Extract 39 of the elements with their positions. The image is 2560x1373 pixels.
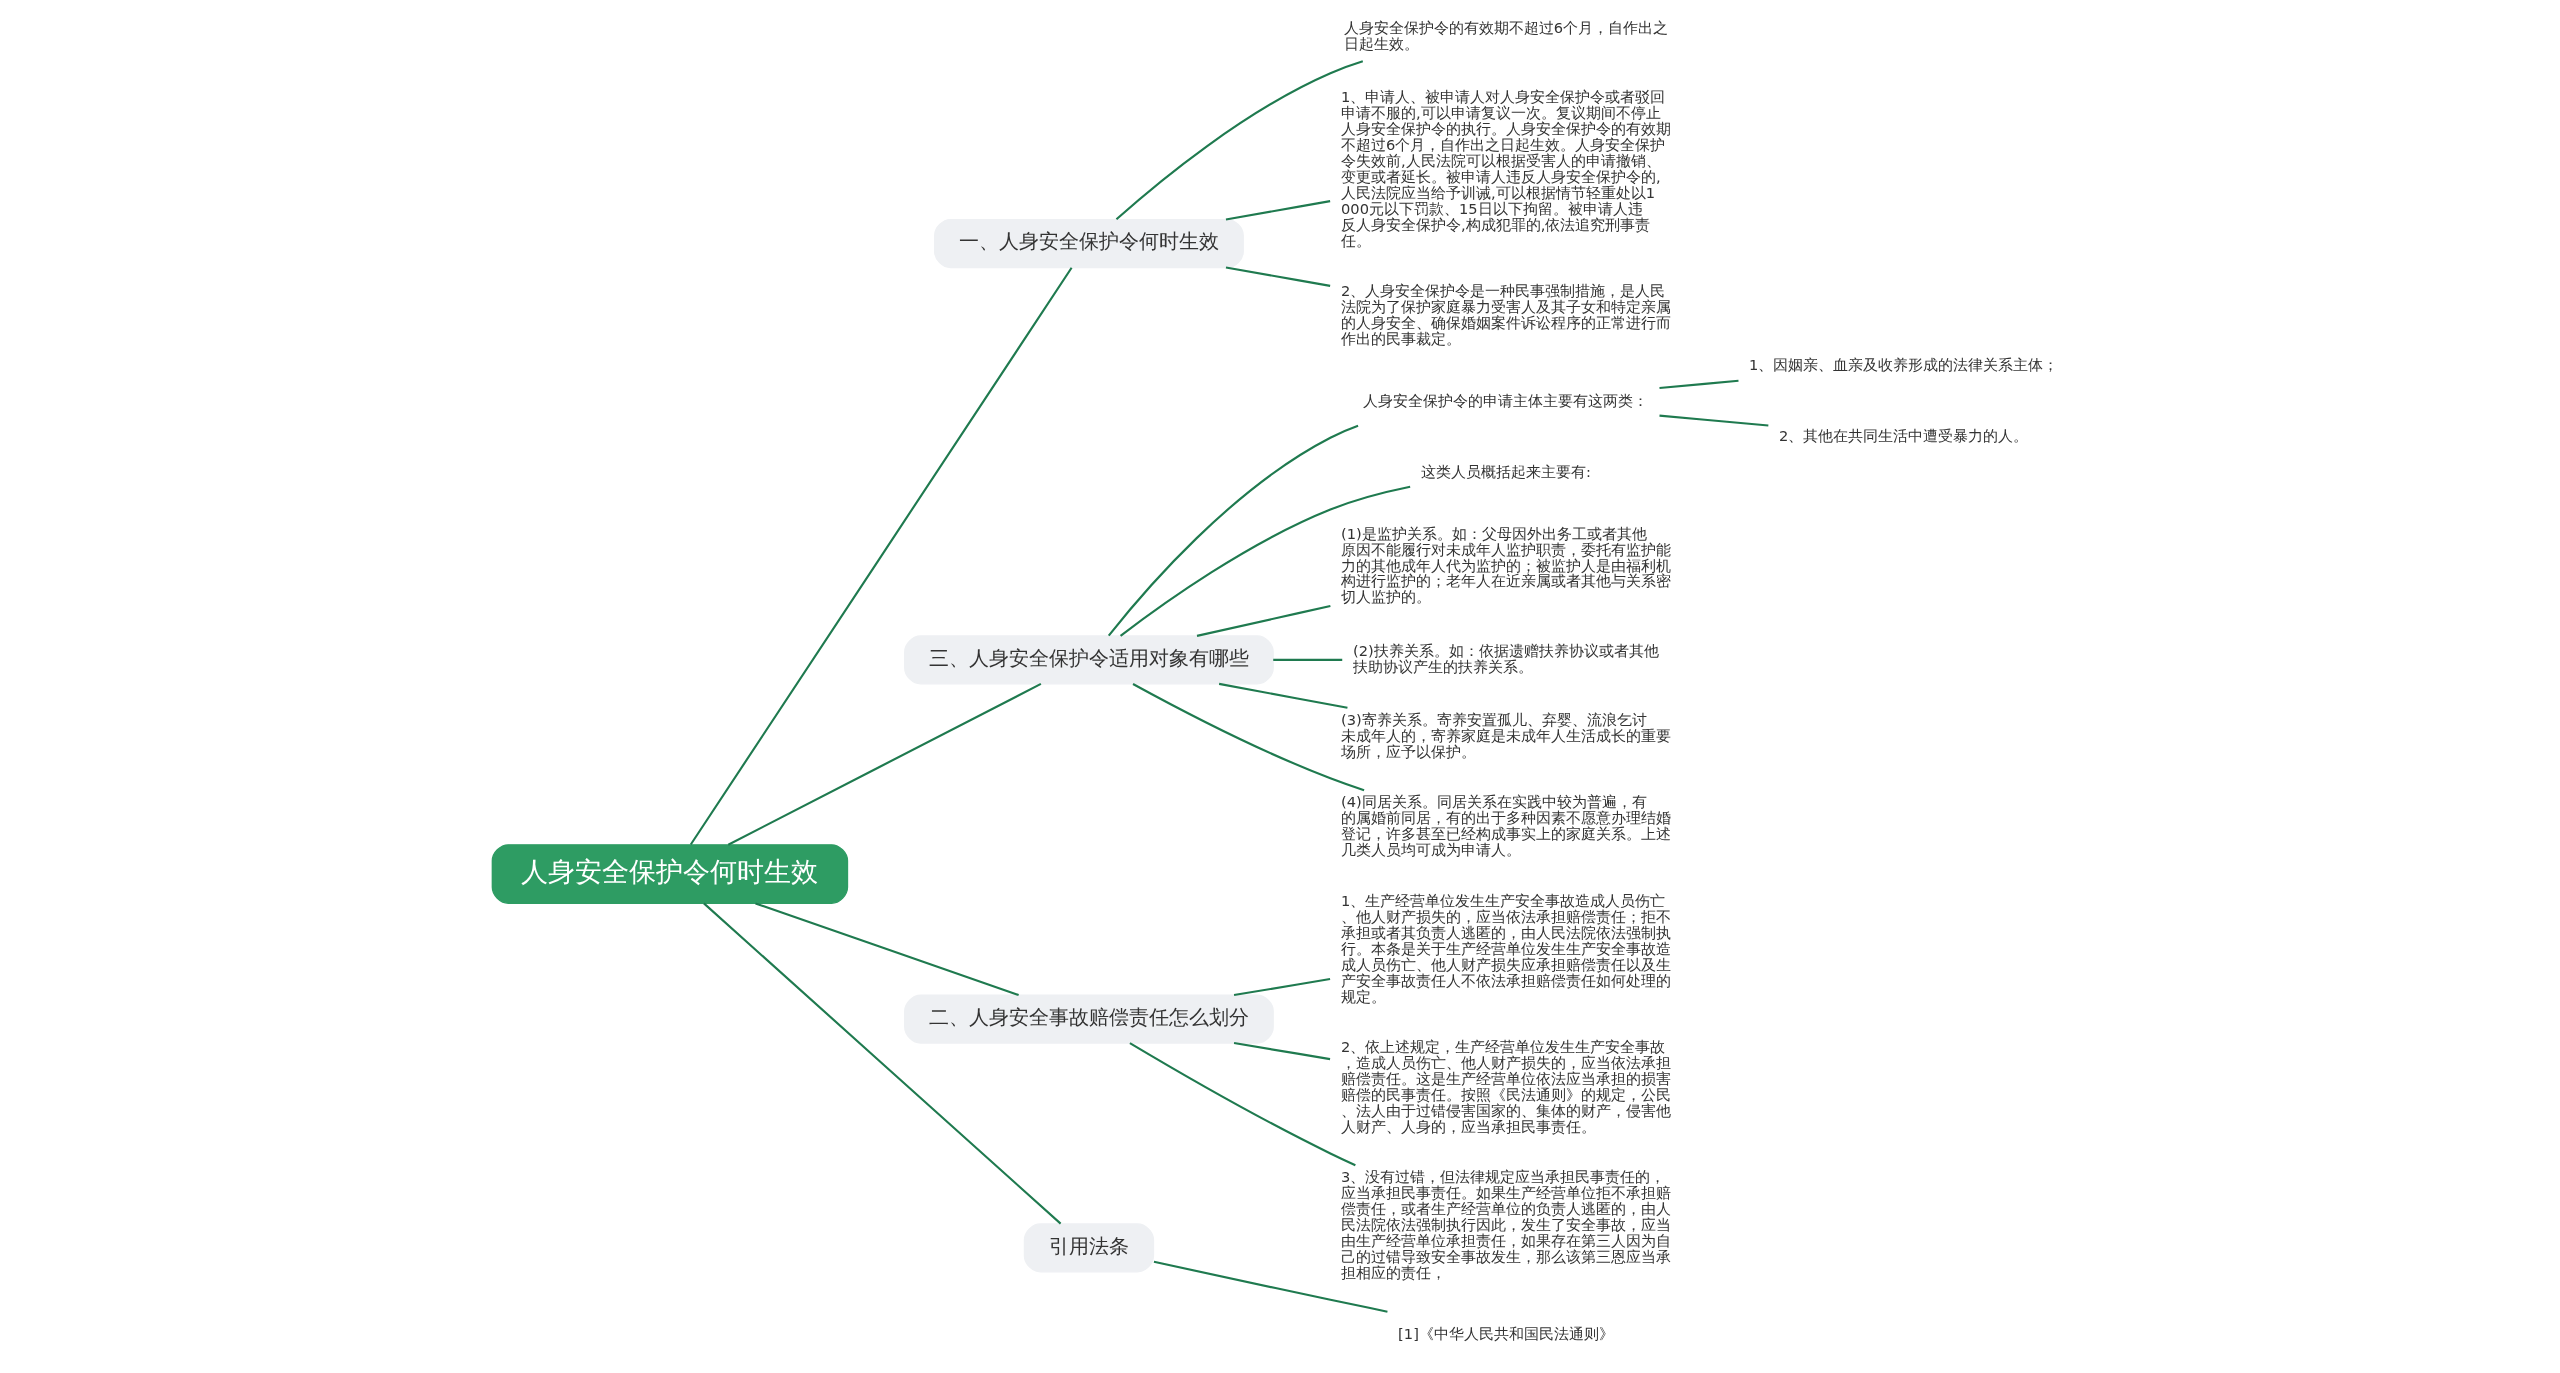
node-text: 人身安全保护令的申请主体主要有这两类： — [1362, 391, 1648, 409]
connector — [1233, 1042, 1330, 1061]
node-box: 三、人身安全保护令适用对象有哪些 — [903, 635, 1274, 685]
connector — [1225, 266, 1330, 287]
connector — [1119, 485, 1410, 637]
node-text: 1、因姻亲、血亲及收养形成的法律关系主体； — [1748, 355, 2058, 373]
connector — [1658, 379, 1739, 390]
node-box: 人身安全保护令何时生效 — [491, 844, 848, 904]
node-text: (4)同居关系。同居关系在实践中较为普遍，有的属婚前同居，有的出于多种因素不愿意办理结婚登记，许多甚至已经构成事实上的家庭关系。上述几类人员均可成为申请人。 — [1340, 793, 1671, 859]
node-text: [1]《中华人民共和国民法通则》 — [1397, 1325, 1614, 1343]
node-text: 2、其他在共同生活中遭受暴力的人。 — [1778, 427, 2028, 445]
connector — [1218, 682, 1348, 709]
connector — [1658, 414, 1768, 427]
node-text: 1、申请人、被申请人对人身安全保护令或者驳回申请不服的,可以申请复议一次。复议期间不停止人身安全保护令的执行。人身安全保护令的有效期不超过6个月，自作出之日起生效。人身安全保护令失效前,人民法院可以根据受害人的申请撤销、变更或者延长。被申请人违反人身安全保护令的,人民法院应当给予训诫,可以根据情节轻重处以1000元以下罚款、15日以下拘留。被申请人违反人身安全保护令,构成犯罪的,依法追究刑事责任。 — [1340, 88, 1671, 249]
connector — [754, 902, 1019, 997]
node-text: (2)扶养关系。如：依据遗赠扶养协议或者其他扶助协议产生的扶养关系。 — [1352, 641, 1659, 675]
connector — [727, 682, 1041, 846]
connector — [1272, 658, 1342, 661]
connector — [1107, 424, 1358, 637]
connector — [1153, 1260, 1388, 1313]
node-text: 2、依上述规定，生产经营单位发生生产安全事故，造成人员伤亡、他人财产损失的，应当依法承担赔偿责任。这是生产经营单位依法应当承担的损害赔偿的民事责任。按照《民法通则》的规定，公民、法人由于过错侵害国家的、集体的财产，侵害他人财产、人身的，应当承担民事责任。 — [1340, 1038, 1671, 1135]
connector — [1233, 978, 1330, 997]
node-text: 这类人员概括起来主要有: — [1420, 463, 1591, 481]
connector — [1115, 60, 1363, 221]
connector — [702, 902, 1061, 1225]
connector — [1196, 604, 1331, 637]
node-text: (1)是监护关系。如：父母因外出务工或者其他原因不能履行对未成年人监护职责，委托有监护能力的其他成年人代为监护的；被监护人是由福利机构进行监护的；老年人在近亲属或者其他与关系密切人监护的。 — [1340, 524, 1671, 606]
node-text: 1、生产经营单位发生生产安全事故造成人员伤亡、他人财产损失的，应当依法承担赔偿责任；拒不承担或者其负责人逃匿的，由人民法院依法强制执行。本条是关于生产经营单位发生生产安全事故造成人员伤亡、他人财产损失应承担赔偿责任以及生产安全事故责任人不依法承担赔偿责任如何处理的规定。 — [1340, 891, 1671, 1005]
node-box: 一、人身安全保护令何时生效 — [933, 218, 1244, 269]
node-text: (3)寄养关系。寄养安置孤儿、弃婴、流浪乞讨未成年人的，寄养家庭是未成年人生活成长的重要场所，应予以保护。 — [1340, 710, 1671, 760]
connector — [1225, 200, 1330, 221]
node-text: 人身安全保护令的有效期不超过6个月，自作出之日起生效。 — [1343, 19, 1668, 53]
node-text: 3、没有过错，但法律规定应当承担民事责任的，应当承担民事责任。如果生产经营单位拒不承担赔偿责任，或者生产经营单位的负责人逃匿的，由人民法院依法强制执行因此，发生了安全事故，应当由生产经营单位承担责任，如果存在第三人因为自己的过错导致安全事故发生，那么该第三恩应当承担相应的责任， — [1340, 1168, 1671, 1282]
connector — [1128, 1042, 1356, 1167]
node-text: 2、人身安全保护令是一种民事强制措施，是人民法院为了保护家庭暴力受害人及其子女和特定亲属的人身安全、确保婚姻案件诉讼程序的正常进行而作出的民事裁定。 — [1340, 282, 1671, 348]
connector — [1132, 683, 1364, 792]
node-box: 引用法条 — [1023, 1223, 1154, 1273]
node-box: 二、人身安全事故赔偿责任怎么划分 — [903, 994, 1274, 1044]
connector — [689, 267, 1072, 846]
